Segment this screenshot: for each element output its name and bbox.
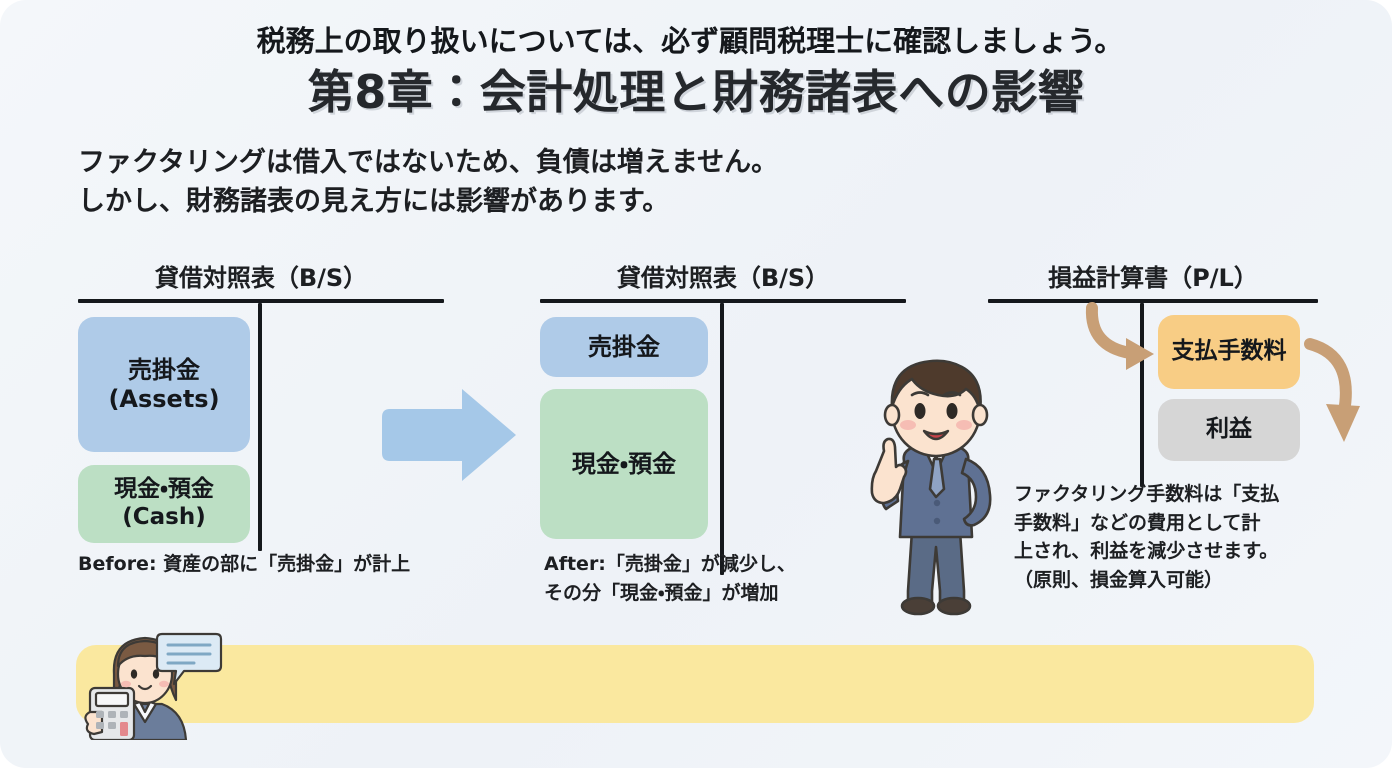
curved-arrow-down-right-icon: [1085, 302, 1154, 370]
box-payment-fee[interactable]: 支払手数料: [1158, 315, 1300, 389]
caption-pl-line-3: 上され、利益を減少させます。: [1014, 540, 1279, 562]
advisory-banner-text: 税務上の取り扱いについては、必ず顧問税理士に確認しましょう。: [256, 24, 1124, 58]
box-cash-deposits-before[interactable]: 現金・預金 (Cash): [78, 465, 250, 543]
businessman-pointing-icon: [870, 359, 992, 616]
panel-balance-sheet-before: 貸借対照表（B/S） 売掛金 (Assets) 現金・預金 (Cash) Bef…: [78, 258, 444, 575]
box-label-line1: 現金・預金: [571, 449, 677, 478]
panel-divider-pl: [1140, 303, 1144, 487]
panel-body-pl: 支払手数料 利益: [988, 303, 1318, 493]
panel-profit-loss: 損益計算書（P/L） 支払手数料 利益 ファクタリング手数料は「支払 手数料」な…: [988, 258, 1318, 591]
caption-pl: ファクタリング手数料は「支払 手数料」などの費用として計 上され、利益を減少させ…: [1014, 480, 1324, 594]
curved-arrow-down-left-icon: [1304, 338, 1360, 442]
panel-rule-pl: [988, 299, 1318, 303]
panel-balance-sheet-after: 貸借対照表（B/S） 売掛金 現金・預金 After:「売掛金」が減少し、 その…: [540, 258, 906, 604]
box-accounts-receivable-after[interactable]: 売掛金: [540, 317, 708, 377]
panel-body-before: 売掛金 (Assets) 現金・預金 (Cash): [78, 303, 444, 555]
box-label-line1: 売掛金: [128, 355, 200, 384]
panel-divider-before: [258, 303, 262, 551]
box-accounts-receivable-before[interactable]: 売掛金 (Assets): [78, 317, 250, 452]
caption-after: After:「売掛金」が減少し、 その分「現金・預金」が増加: [544, 550, 796, 607]
box-label-line1: 売掛金: [588, 332, 660, 361]
panel-header-before: 貸借対照表（B/S）: [154, 264, 368, 292]
panel-rule-after: [540, 299, 906, 303]
caption-pl-line-1: ファクタリング手数料は「支払: [1014, 483, 1280, 505]
box-label-line2: (Cash): [122, 504, 206, 530]
box-label-line1: 現金・預金: [114, 476, 214, 503]
panel-body-after: 売掛金 現金・預金: [540, 303, 906, 583]
subtitle-block: ファクタリングは借入ではないため、負債は増えません。 しかし、財務諸表の見え方に…: [78, 143, 1178, 221]
box-label-line1: 利益: [1206, 416, 1252, 443]
page-title: 第8章：会計処理と財務諸表への影響: [307, 65, 1085, 119]
box-label-line2: (Assets): [108, 384, 220, 413]
box-label-stack: 現金・預金 (Cash): [114, 476, 214, 531]
caption-pl-line-2: 手数料」などの費用として計: [1014, 511, 1261, 534]
caption-pl-line-4: （原則、損金算入可能）: [1014, 568, 1224, 591]
panel-header-after: 貸借対照表（B/S）: [616, 264, 830, 292]
box-label-stack: 売掛金 (Assets): [108, 356, 219, 414]
subtitle-line-2: しかし、財務諸表の見え方には影響があります。: [78, 186, 670, 218]
right-arrow-icon: [382, 389, 516, 481]
box-profit[interactable]: 利益: [1158, 399, 1300, 461]
businesswoman-with-calculator-icon: [84, 632, 223, 740]
caption-before: Before: 資産の部に「売掛金」が計上: [78, 550, 410, 579]
panel-divider-after: [720, 303, 724, 575]
panel-rule-before: [78, 299, 444, 303]
subtitle-line-1: ファクタリングは借入ではないため、負債は増えません。: [78, 147, 779, 178]
box-cash-deposits-after[interactable]: 現金・預金: [540, 389, 708, 539]
caption-after-line-1: After:「売掛金」が減少し、: [544, 553, 796, 575]
panel-header-pl: 損益計算書（P/L）: [1048, 264, 1258, 292]
caption-after-line-2: その分「現金・預金」が増加: [544, 581, 779, 604]
box-label-line1: 支払手数料: [1171, 338, 1287, 365]
advisory-banner: [76, 645, 1314, 723]
caption-before-line-1: Before: 資産の部に「売掛金」が計上: [78, 553, 411, 575]
